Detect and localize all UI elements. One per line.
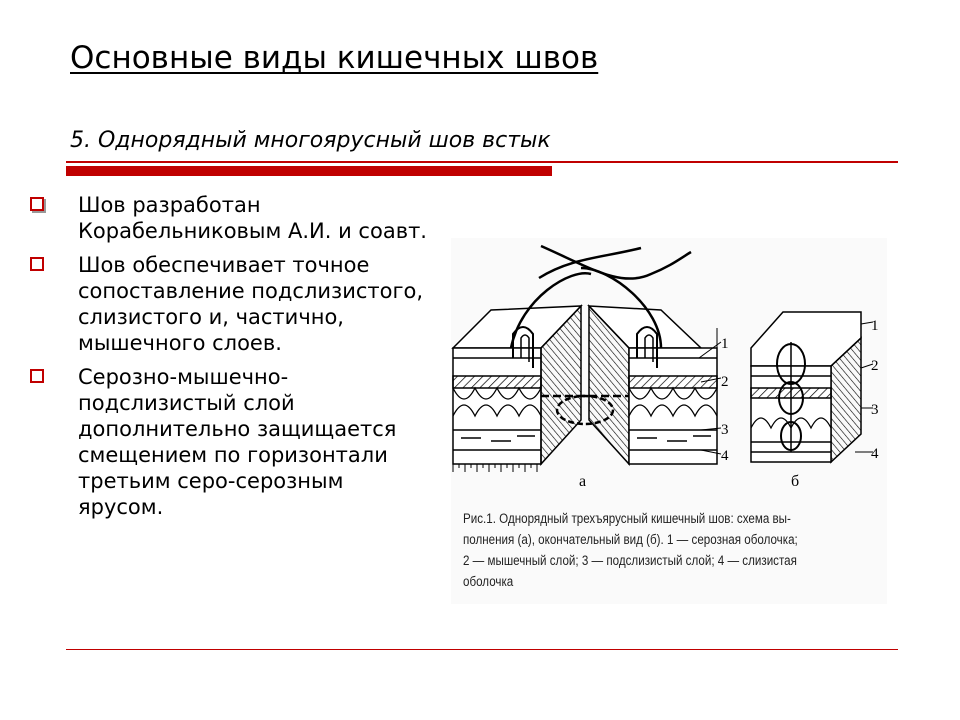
caption-line: Рис.1. Однорядный трехъярусный кишечный … [463, 511, 791, 526]
bullet-text: Серозно-мышечно-подслизистый слой дополн… [78, 365, 397, 519]
page-title: Основные виды кишечных швов [70, 40, 599, 76]
list-item: Шов разработан Корабельниковым А.И. и со… [28, 192, 428, 244]
list-item: Шов обеспечивает точное сопоставление по… [28, 252, 428, 356]
footer-rule [66, 649, 898, 650]
bullet-text: Шов обеспечивает точное сопоставление по… [78, 253, 424, 355]
square-bullet-icon [30, 257, 44, 271]
layer-label: 1 [721, 336, 729, 352]
caption-line: оболочка [463, 574, 514, 589]
header-rule-thick [66, 166, 552, 176]
square-bullet-icon [30, 197, 44, 211]
figure-label-b: б [791, 473, 799, 490]
layer-label: 2 [721, 374, 729, 390]
layer-label: 4 [721, 448, 729, 464]
header-rule-thin [66, 161, 898, 163]
suture-figure: 1 2 3 4 а 1 2 3 4 б [451, 238, 887, 604]
figure-label-a: а [579, 473, 586, 490]
layer-label: 1 [871, 318, 879, 334]
figure-caption: Рис.1. Однорядный трехъярусный кишечный … [463, 508, 824, 592]
layer-labels-a [698, 341, 722, 455]
right-tissue-block [587, 304, 718, 466]
page-subtitle: 5. Однорядный многоярусный шов встык [70, 128, 551, 153]
layer-label: 2 [871, 358, 879, 374]
left-tissue-block [451, 304, 583, 472]
final-view-block [750, 311, 874, 464]
list-item: Серозно-мышечно-подслизистый слой дополн… [28, 364, 428, 520]
bullet-list: Шов разработан Корабельниковым А.И. и со… [28, 192, 428, 528]
suture-diagram: 1 2 3 4 а 1 2 3 4 б [451, 244, 879, 490]
layer-label: 3 [721, 422, 729, 438]
layer-label: 3 [871, 402, 879, 418]
caption-line: полнения (а), окончательный вид (б). 1 —… [463, 532, 798, 547]
bullet-text: Шов разработан Корабельниковым А.И. и со… [78, 193, 427, 243]
square-bullet-icon [30, 369, 44, 383]
suture-thread [509, 244, 692, 426]
layer-label: 4 [871, 446, 879, 462]
caption-line: 2 — мышечный слой; 3 — подслизистый слой… [463, 553, 797, 568]
